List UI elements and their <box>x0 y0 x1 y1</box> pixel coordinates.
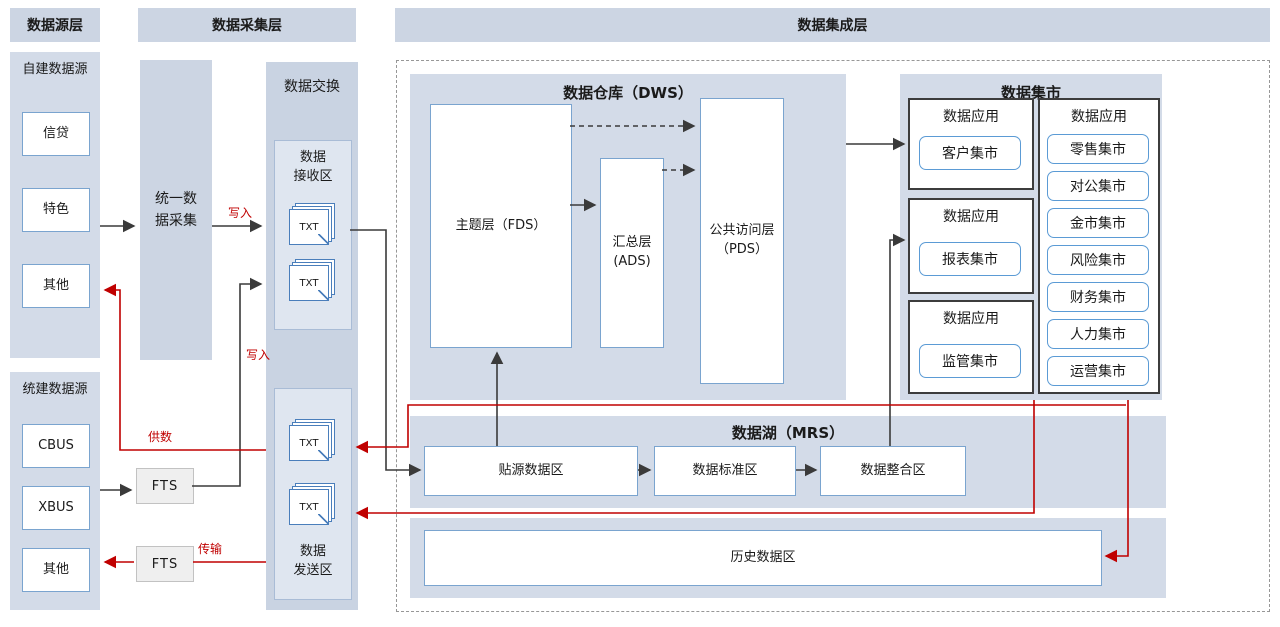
send-zone-label: 数据 发送区 <box>275 543 351 581</box>
txt-label: TXT <box>299 437 319 449</box>
app-group: 数据应用 客户集市 <box>908 98 1034 190</box>
receive-zone-label: 数据 接收区 <box>275 149 351 187</box>
page-fold-icon <box>318 514 328 524</box>
lake-zone: 贴源数据区 <box>424 446 638 496</box>
app-group-title: 数据应用 <box>943 109 999 125</box>
panel-unified-sources: 统建数据源 CBUS XBUS 其他 <box>10 372 100 610</box>
app-group: 数据应用 监管集市 <box>908 300 1034 394</box>
zone-label-line: 发送区 <box>293 562 333 578</box>
unified-collection-line: 据采集 <box>155 213 197 229</box>
lake-title: 数据湖（MRS） <box>731 424 845 442</box>
panel-title: 自建数据源 <box>22 62 88 77</box>
header-integration-layer: 数据集成层 <box>395 8 1270 42</box>
mart-item: 运营集市 <box>1047 356 1149 386</box>
txt-label: TXT <box>299 277 319 289</box>
fts-box-bottom: FTS <box>136 546 194 582</box>
txt-file-stack-icon: TXT <box>289 203 335 247</box>
panel-self-built-sources: 自建数据源 信贷 特色 其他 <box>10 52 100 358</box>
lake-zone: 数据整合区 <box>820 446 966 496</box>
header-collection-layer: 数据采集层 <box>138 8 356 42</box>
pds-line: （PDS） <box>715 242 769 257</box>
mart-item: 报表集市 <box>919 242 1021 276</box>
mart-panel: 数据集市 数据应用 客户集市 数据应用 报表集市 数据应用 监管集市 数据应用 … <box>900 74 1162 400</box>
app-group: 数据应用 报表集市 <box>908 198 1034 294</box>
mart-item: 人力集市 <box>1047 319 1149 349</box>
mart-item: 客户集市 <box>919 136 1021 170</box>
source-item: XBUS <box>22 486 90 530</box>
app-group-title: 数据应用 <box>1071 109 1127 125</box>
dws-title: 数据仓库（DWS） <box>563 84 693 102</box>
mart-item: 零售集市 <box>1047 134 1149 164</box>
mart-item: 对公集市 <box>1047 171 1149 201</box>
txt-file-stack-icon: TXT <box>289 483 335 527</box>
panel-title: 统建数据源 <box>22 382 88 397</box>
source-item: 信贷 <box>22 112 90 156</box>
receive-zone: 数据 接收区 TXT TXT <box>274 140 352 330</box>
page-fold-icon <box>318 450 328 460</box>
unified-collection-line: 统一数 <box>155 190 197 207</box>
sheet-icon: TXT <box>289 265 329 301</box>
ads-box: 汇总层 (ADS) <box>600 158 664 348</box>
lake-zone: 数据标准区 <box>654 446 796 496</box>
lake-panel: 数据湖（MRS） 贴源数据区 数据标准区 数据整合区 <box>410 416 1166 508</box>
zone-label-line: 数据 <box>299 544 326 559</box>
exchange-panel: 数据交换 数据 接收区 TXT TXT TXT <box>266 62 358 610</box>
page-fold-icon <box>318 290 328 300</box>
app-group: 数据应用 零售集市 对公集市 金市集市 风险集市 财务集市 人力集市 运营集市 <box>1038 98 1160 394</box>
source-item: 特色 <box>22 188 90 232</box>
sheet-icon: TXT <box>289 489 329 525</box>
fds-box: 主题层（FDS） <box>430 104 572 348</box>
app-group-title: 数据应用 <box>943 311 999 327</box>
label-write-bottom: 写入 <box>246 348 271 362</box>
sheet-icon: TXT <box>289 209 329 245</box>
history-zone: 历史数据区 <box>424 530 1102 586</box>
zone-label-line: 接收区 <box>293 168 333 184</box>
app-group-title: 数据应用 <box>943 209 999 225</box>
label-supply: 供数 <box>148 430 173 444</box>
unified-collection-box: 统一数 据采集 <box>140 60 212 360</box>
ads-line: 汇总层 <box>612 235 652 251</box>
mart-item: 风险集市 <box>1047 245 1149 275</box>
source-item: 其他 <box>22 548 90 592</box>
fts-box-top: FTS <box>136 468 194 504</box>
mart-item: 财务集市 <box>1047 282 1149 312</box>
mart-title: 数据集市 <box>1000 84 1061 102</box>
source-item: 其他 <box>22 264 90 308</box>
zone-label-line: 数据 <box>299 150 326 165</box>
label-write-top: 写入 <box>228 206 253 220</box>
mart-item: 金市集市 <box>1047 208 1149 238</box>
send-zone: TXT TXT 数据 发送区 <box>274 388 352 600</box>
txt-label: TXT <box>299 221 319 233</box>
source-item: CBUS <box>22 424 90 468</box>
exchange-title: 数据交换 <box>284 79 340 95</box>
mart-item: 监管集市 <box>919 344 1021 378</box>
label-transfer: 传输 <box>198 542 223 556</box>
pds-box: 公共访问层 （PDS） <box>700 98 784 384</box>
ads-line: (ADS) <box>613 254 651 269</box>
pds-line: 公共访问层 <box>709 223 775 239</box>
txt-file-stack-icon: TXT <box>289 419 335 463</box>
history-panel: 历史数据区 <box>410 518 1166 598</box>
sheet-icon: TXT <box>289 425 329 461</box>
dws-panel: 数据仓库（DWS） 主题层（FDS） 汇总层 (ADS) 公共访问层 （PDS） <box>410 74 846 400</box>
page-fold-icon <box>318 234 328 244</box>
txt-label: TXT <box>299 501 319 513</box>
header-source-layer: 数据源层 <box>10 8 100 42</box>
txt-file-stack-icon: TXT <box>289 259 335 303</box>
